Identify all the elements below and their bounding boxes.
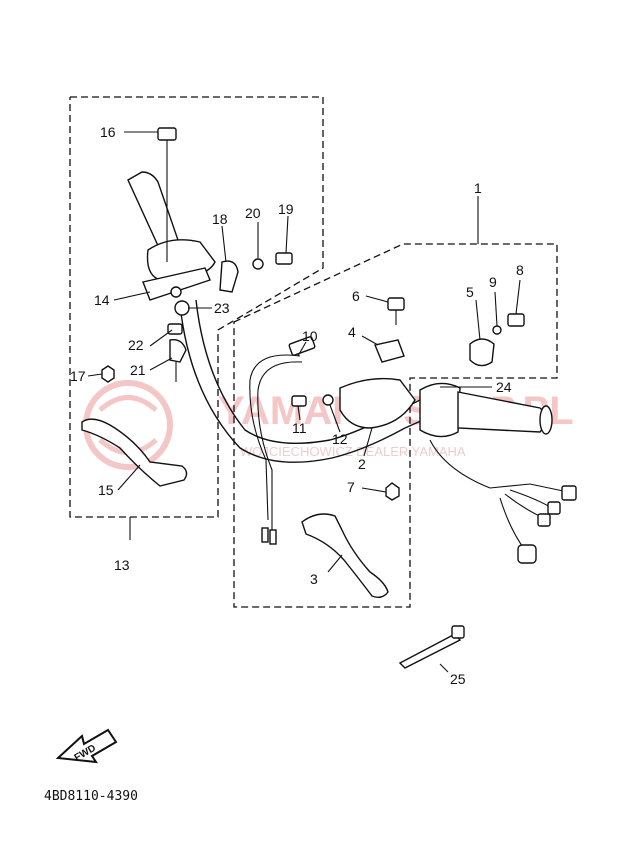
leader-lines	[87, 131, 521, 673]
callout-6: 6	[352, 288, 360, 304]
callout-7: 7	[347, 479, 355, 495]
callout-20: 20	[245, 205, 261, 221]
callout-16: 16	[100, 124, 116, 140]
callout-15: 15	[98, 482, 114, 498]
callout-5: 5	[466, 284, 474, 300]
left-lever	[81, 418, 188, 487]
callout-2: 2	[358, 456, 366, 472]
callout-19: 19	[278, 201, 294, 217]
group-box-1	[233, 243, 558, 608]
callout-1: 1	[474, 180, 482, 196]
callout-17: 17	[70, 368, 86, 384]
callout-8: 8	[516, 262, 524, 278]
callout-11: 11	[292, 420, 307, 436]
group-box-13	[69, 96, 324, 518]
cable-tie	[398, 625, 465, 669]
callout-24: 24	[496, 379, 512, 395]
callout-4: 4	[348, 324, 356, 340]
callout-9: 9	[489, 274, 497, 290]
callout-14: 14	[94, 292, 110, 308]
diagram-code: 4BD8110-4390	[44, 789, 138, 804]
right-switch-assembly	[288, 297, 577, 564]
callout-13: 13	[114, 557, 130, 573]
callout-22: 22	[128, 337, 144, 353]
right-lever	[301, 513, 389, 599]
callout-21: 21	[130, 362, 146, 378]
callout-10: 10	[302, 328, 318, 344]
callout-12: 12	[332, 431, 348, 447]
callout-23: 23	[214, 300, 230, 316]
callout-25: 25	[450, 671, 466, 687]
callout-3: 3	[310, 571, 318, 587]
callout-18: 18	[212, 211, 228, 227]
callouts: 16 18 20 19 14 23 22 21 17 15 13 1 6 4 5…	[70, 124, 524, 687]
fwd-arrow-icon: FWD	[55, 728, 118, 764]
